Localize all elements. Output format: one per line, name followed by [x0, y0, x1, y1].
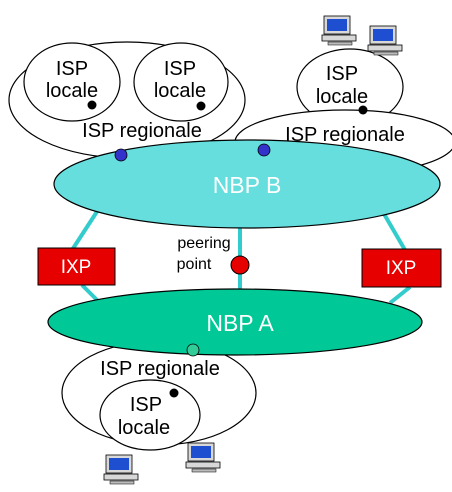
peering-point-dot [230, 255, 250, 275]
computer-icon [103, 454, 139, 485]
router-dot-locale-3 [358, 105, 368, 115]
ixp-right-box [361, 248, 442, 288]
ixp-right-label: IXP [386, 258, 417, 279]
router-dot-regionale-top-left [114, 148, 128, 162]
computer-icon [367, 25, 403, 56]
computer-icon [185, 442, 221, 473]
isp-locale-1-label-line2: locale [46, 80, 98, 102]
isp-locale-2-ellipse [133, 42, 229, 122]
computer-icon [321, 15, 357, 46]
isp-regionale-top-left-label: ISP regionale [82, 120, 202, 142]
router-dot-locale-4 [169, 388, 179, 398]
isp-locale-3-label-line1: ISP [326, 63, 358, 85]
nbp-b-ellipse [53, 139, 441, 229]
link-ixp-right-nbpa [388, 285, 412, 305]
router-dot-regionale-bottom [186, 343, 200, 357]
isp-locale-4-label-line2: locale [118, 417, 170, 439]
isp-locale-1-ellipse [23, 42, 121, 122]
nbp-a-label: NBP A [206, 310, 274, 336]
router-dot-regionale-top-right [257, 143, 271, 157]
isp-locale-4-ellipse [99, 379, 201, 451]
isp-regionale-bottom-label: ISP regionale [100, 358, 220, 380]
isp-locale-4-label-line1: ISP [130, 394, 162, 416]
router-dot-locale-2 [196, 101, 206, 111]
peering-point-label-line2: point [177, 256, 212, 273]
isp-locale-2-label-line2: locale [154, 80, 206, 102]
nbp-b-label: NBP B [213, 172, 282, 198]
ixp-left-label: IXP [61, 257, 92, 278]
isp-locale-3-label-line2: locale [316, 86, 368, 108]
nbp-a-ellipse [47, 288, 423, 356]
isp-locale-1-label-line1: ISP [56, 58, 88, 80]
ixp-left-box [37, 247, 116, 286]
isp-locale-2-label-line1: ISP [164, 58, 196, 80]
isp-regionale-top-right-label: ISP regionale [285, 124, 405, 146]
router-dot-locale-1 [87, 100, 97, 110]
link-nbpb-ixp-left [70, 205, 102, 252]
peering-point-label-line1: peering [177, 235, 230, 252]
